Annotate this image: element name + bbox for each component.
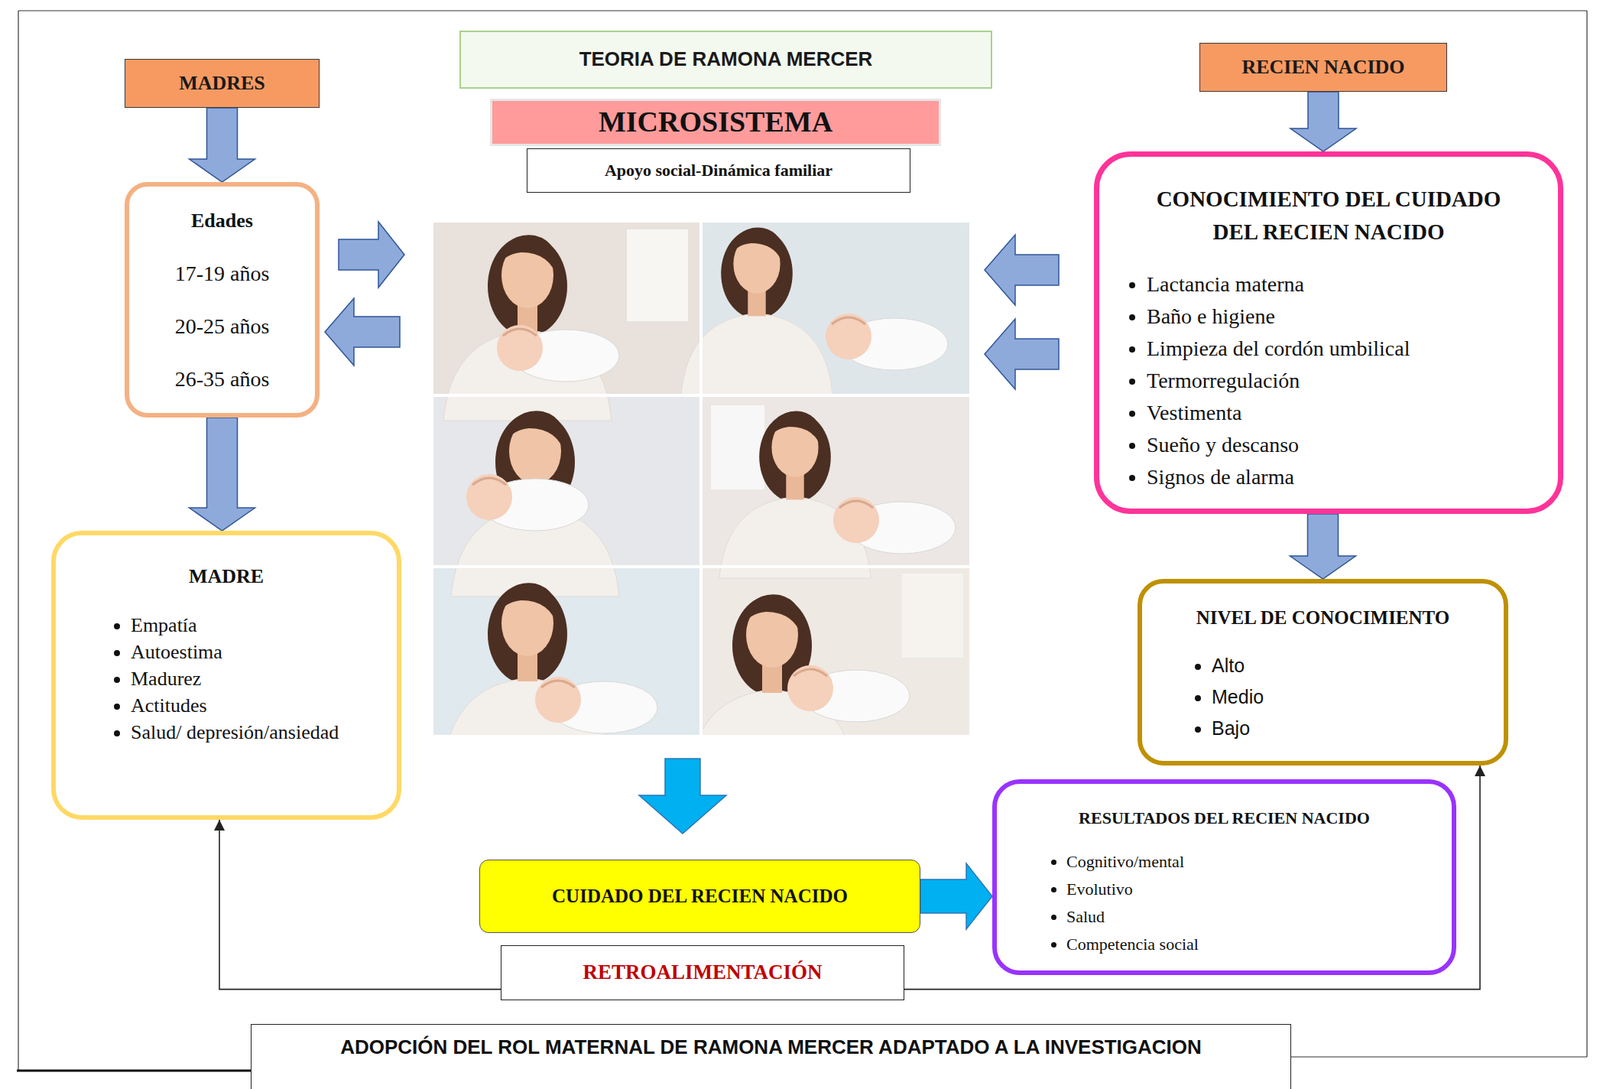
block-arrow [1290, 513, 1357, 579]
list-item: Sueño y descanso [1146, 428, 1543, 461]
mother-figure [681, 227, 833, 395]
block-arrow [324, 298, 400, 366]
list-item: Salud [1066, 902, 1437, 931]
list-item: Madurez [130, 665, 382, 692]
list-item: Limpieza del cordón umbilical [1146, 332, 1543, 365]
age-box: Edades17-19 años20-25 años26-35 años [124, 181, 320, 418]
caption-text: ADOPCIÓN DEL ROL MATERNAL DE RAMONA MERC… [340, 1035, 1202, 1059]
baby-figure [787, 665, 910, 722]
age-text: 26-35 años [136, 352, 308, 406]
header-text: MADRES [178, 71, 266, 95]
photo-collage [433, 222, 970, 735]
list-item: Competencia social [1066, 930, 1437, 958]
subtitle-box: Apoyo social-Dinámica familiar [526, 148, 911, 193]
age-text: 17-19 años [136, 246, 308, 300]
list-item: Autoestima [130, 638, 382, 666]
list-item: Actitudes [130, 691, 382, 719]
block-arrow [639, 758, 727, 834]
bullet-list: Cognitivo/mentalEvolutivoSaludCompetenci… [1012, 847, 1437, 958]
mother-figure [451, 410, 620, 597]
feedback-text: RETROALIMENTACIÓN [582, 960, 822, 984]
window-light [626, 229, 689, 322]
list-item: Cognitivo/mental [1066, 847, 1437, 876]
window-light [902, 573, 964, 658]
age-text: 20-25 años [136, 299, 308, 353]
bullet-list: Lactancia maternaBaño e higieneLimpieza … [1114, 268, 1543, 494]
outcome-box: RESULTADOS DEL RECIEN NACIDO Cognitivo/me… [992, 778, 1457, 975]
level-box: NIVEL DE CONOCIMIENTO AltoMedioBajo [1137, 578, 1509, 766]
baby-figure [833, 496, 956, 554]
feedback-box: RETROALIMENTACIÓN [500, 944, 905, 1000]
list-item: Lactancia materna [1146, 268, 1543, 301]
mother-figure [719, 411, 871, 578]
feedback-line [219, 819, 501, 990]
heading-text: CONOCIMIENTO DEL CUIDADO DEL RECIEN NACI… [1137, 182, 1520, 249]
care-text: CUIDADO DEL RECIEN NACIDO [551, 885, 848, 908]
caption-box: ADOPCIÓN DEL ROL MATERNAL DE RAMONA MERC… [250, 1023, 1292, 1089]
header-box: MADRES [124, 58, 320, 108]
block-arrow [984, 318, 1059, 390]
title-text: TEORIA DE RAMONA MERCER [579, 48, 874, 72]
frame-line [1586, 10, 1588, 1057]
mother-box: MADRE EmpatíaAutoestimaMadurezActitudesSa… [51, 530, 402, 820]
list-item: Baño e higiene [1146, 300, 1543, 333]
block-arrow [189, 417, 256, 531]
panel-separator [433, 564, 970, 568]
block-arrow [338, 221, 405, 288]
list-item: Termorregulación [1146, 364, 1543, 397]
baby-figure [496, 324, 620, 382]
bullet-list: AltoMedioBajo [1157, 649, 1489, 744]
baby-figure [466, 473, 589, 531]
care-box: CUIDADO DEL RECIEN NACIDO [479, 859, 921, 933]
frame-line [1291, 1055, 1588, 1057]
heading-text: MADRE [73, 561, 380, 592]
section-band: MICROSISTEMA [490, 98, 942, 147]
section-text: MICROSISTEMA [598, 105, 833, 140]
title-box: TEORIA DE RAMONA MERCER [459, 30, 993, 89]
list-item: Signos de alarma [1146, 460, 1543, 494]
heading-text: RESULTADOS DEL RECIEN NACIDO [1012, 806, 1437, 830]
subtitle-text: Apoyo social-Dinámica familiar [604, 160, 833, 180]
window-light [710, 405, 765, 490]
header-box: RECIEN NACIDO [1199, 42, 1448, 92]
header-text: RECIEN NACIDO [1241, 55, 1405, 79]
frame-line [17, 10, 19, 1071]
list-item: Medio [1211, 681, 1489, 713]
list-item: Salud/ depresión/ansiedad [130, 718, 382, 746]
knowledge-box: CONOCIMIENTO DEL CUIDADO DEL RECIEN NACI… [1093, 151, 1564, 514]
list-item: Empatía [130, 611, 382, 639]
bullet-list: EmpatíaAutoestimaMadurezActitudesSalud/ … [71, 611, 382, 746]
heading-text: Edades [136, 194, 308, 247]
block-arrow [189, 107, 256, 182]
baby-figure [825, 313, 948, 370]
frame-line [16, 1069, 251, 1072]
heading-text: NIVEL DE CONOCIMIENTO [1157, 604, 1489, 631]
block-arrow [920, 863, 993, 929]
panel-separator [699, 222, 703, 735]
panel-separator [433, 393, 970, 397]
list-item: Evolutivo [1066, 875, 1437, 903]
feedback-line [904, 765, 1480, 990]
frame [16, 10, 1588, 1071]
baby-figure [535, 676, 658, 734]
block-arrow [984, 234, 1059, 306]
list-item: Bajo [1211, 712, 1489, 744]
list-item: Alto [1211, 649, 1489, 682]
block-arrow [1290, 91, 1357, 152]
list-item: Vestimenta [1146, 396, 1543, 429]
frame-line [18, 9, 1588, 11]
